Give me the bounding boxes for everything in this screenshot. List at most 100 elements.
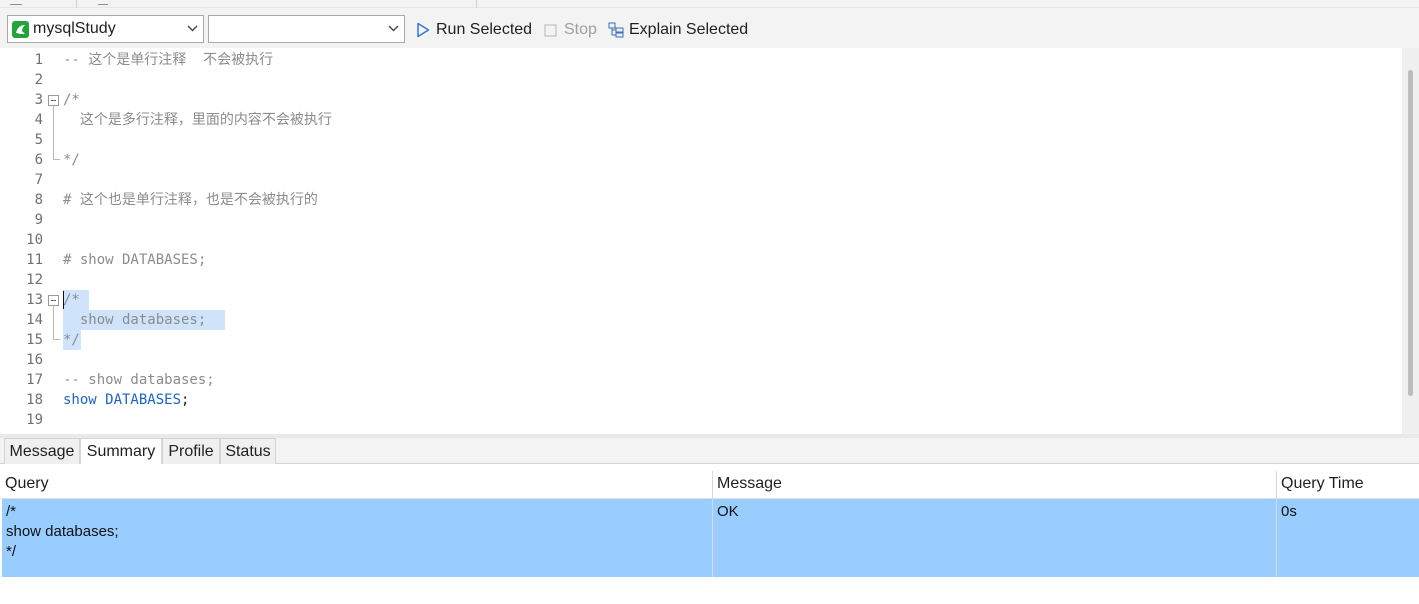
- line-number: 15: [26, 332, 43, 348]
- code-text: # 这个也是单行注释，也是不会被执行的: [63, 192, 318, 208]
- code-text: 这个是多行注释，里面的内容不会被执行: [63, 112, 332, 128]
- fold-guide: [53, 106, 54, 150]
- play-icon: [415, 22, 431, 38]
- panel-splitter[interactable]: [0, 434, 1419, 438]
- summary-table: Query Message Query Time /* show databas…: [0, 464, 1419, 604]
- line-number: 9: [34, 212, 43, 228]
- line-number: 14: [26, 312, 43, 328]
- tab-message[interactable]: Message: [4, 438, 80, 464]
- line-number: 10: [26, 232, 43, 248]
- code-text: /*: [63, 292, 80, 308]
- code-line: 2: [0, 70, 1400, 90]
- code-text: show databases;: [63, 312, 207, 328]
- cell-query-time: 0s: [1281, 503, 1297, 520]
- line-number: 17: [26, 372, 43, 388]
- table-row[interactable]: /* show databases; */ OK 0s: [2, 499, 1419, 577]
- code-line: 4 这个是多行注释，里面的内容不会被执行: [0, 110, 1400, 130]
- line-number: 7: [34, 172, 43, 188]
- code-line: 9: [0, 210, 1400, 230]
- sql-keyword: show DATABASES: [63, 392, 182, 408]
- line-number: 1: [34, 52, 43, 68]
- fold-toggle-icon[interactable]: [48, 95, 59, 106]
- selection-highlight: [63, 290, 89, 310]
- line-number: 8: [34, 192, 43, 208]
- line-number: 12: [26, 272, 43, 288]
- run-selected-label: Run Selected: [436, 21, 533, 38]
- tab-divider: [76, 0, 77, 8]
- code-line: 16: [0, 350, 1400, 370]
- code-text: -- 这个是单行注释 不会被执行: [63, 52, 274, 68]
- code-line: 15 */: [0, 330, 1400, 350]
- chevron-down-icon[interactable]: [388, 25, 399, 32]
- schema-select[interactable]: [208, 15, 405, 43]
- line-number: 4: [34, 112, 43, 128]
- chevron-down-icon[interactable]: [187, 25, 198, 32]
- code-line: 3 /*: [0, 90, 1400, 110]
- code-line: 1 -- 这个是单行注释 不会被执行: [0, 50, 1400, 70]
- selection-highlight: [63, 330, 81, 350]
- tab-profile[interactable]: Profile: [162, 438, 220, 464]
- query-toolbar: mysqlStudy Run Selected Stop Explain Sel…: [0, 8, 1419, 48]
- line-number: 3: [34, 92, 43, 108]
- tab-summary[interactable]: Summary: [80, 438, 162, 465]
- fold-guide-end: [53, 330, 60, 340]
- column-divider[interactable]: [712, 471, 713, 577]
- stop-icon: [543, 22, 559, 38]
- connection-select[interactable]: mysqlStudy: [7, 15, 204, 43]
- code-text: /*: [63, 92, 80, 108]
- line-number: 11: [26, 252, 43, 268]
- line-number: 5: [34, 132, 43, 148]
- code-text: # show DATABASES;: [63, 252, 207, 268]
- line-number: 19: [26, 412, 43, 428]
- line-number: 18: [26, 392, 43, 408]
- tab-status[interactable]: Status: [220, 438, 276, 464]
- line-number: 2: [34, 72, 43, 88]
- code-text: -- show databases;: [63, 372, 215, 388]
- result-tab-bar: Message Summary Profile Status: [0, 438, 1419, 465]
- code-line: 7: [0, 170, 1400, 190]
- fold-toggle-icon[interactable]: [48, 295, 59, 306]
- tab-divider: [476, 0, 477, 8]
- line-number: 16: [26, 352, 43, 368]
- explain-tree-icon: [608, 22, 624, 38]
- code-line: 12: [0, 270, 1400, 290]
- tab-fragment: [98, 0, 108, 5]
- database-connection-icon: [12, 21, 29, 38]
- tab-fragment: [10, 0, 22, 5]
- code-line: 11 # show DATABASES;: [0, 250, 1400, 270]
- column-header-query-time[interactable]: Query Time: [1281, 475, 1364, 492]
- code-line: 18 show DATABASES;: [0, 390, 1400, 410]
- code-line: 8 # 这个也是单行注释，也是不会被执行的: [0, 190, 1400, 210]
- fold-guide: [53, 306, 54, 330]
- column-header-message[interactable]: Message: [717, 475, 782, 492]
- explain-selected-button[interactable]: Explain Selected: [608, 18, 748, 42]
- line-number: 13: [26, 292, 43, 308]
- table-header: Query Message Query Time: [0, 471, 1419, 499]
- explain-selected-label: Explain Selected: [629, 21, 749, 38]
- cell-query: /* show databases; */: [6, 503, 119, 560]
- window-tab-strip: [0, 0, 1419, 8]
- code-line: 14 show databases;: [0, 310, 1400, 330]
- code-line: 5: [0, 130, 1400, 150]
- code-line: 19: [0, 410, 1400, 430]
- scrollbar-thumb[interactable]: [1408, 70, 1413, 396]
- sql-editor[interactable]: 1 -- 这个是单行注释 不会被执行 2 3 /* 4 这个是多行注释，里面的内…: [0, 48, 1419, 434]
- stop-button[interactable]: Stop: [543, 18, 597, 42]
- code-text: */: [63, 152, 80, 168]
- connection-select-value: mysqlStudy: [33, 20, 116, 37]
- code-text: show DATABASES;: [63, 390, 189, 410]
- code-text: */: [63, 332, 80, 348]
- cell-message: OK: [717, 503, 739, 520]
- code-line: 10: [0, 230, 1400, 250]
- stop-label: Stop: [564, 21, 597, 38]
- selection-highlight: [63, 310, 225, 330]
- text-caret: [63, 291, 64, 309]
- run-selected-button[interactable]: Run Selected: [415, 18, 532, 42]
- column-divider[interactable]: [1276, 471, 1277, 577]
- code-line: 17 -- show databases;: [0, 370, 1400, 390]
- fold-guide-end: [53, 150, 60, 160]
- code-line: 13 /*: [0, 290, 1400, 310]
- line-number: 6: [34, 152, 43, 168]
- code-line: 6 */: [0, 150, 1400, 170]
- column-header-query[interactable]: Query: [5, 475, 49, 492]
